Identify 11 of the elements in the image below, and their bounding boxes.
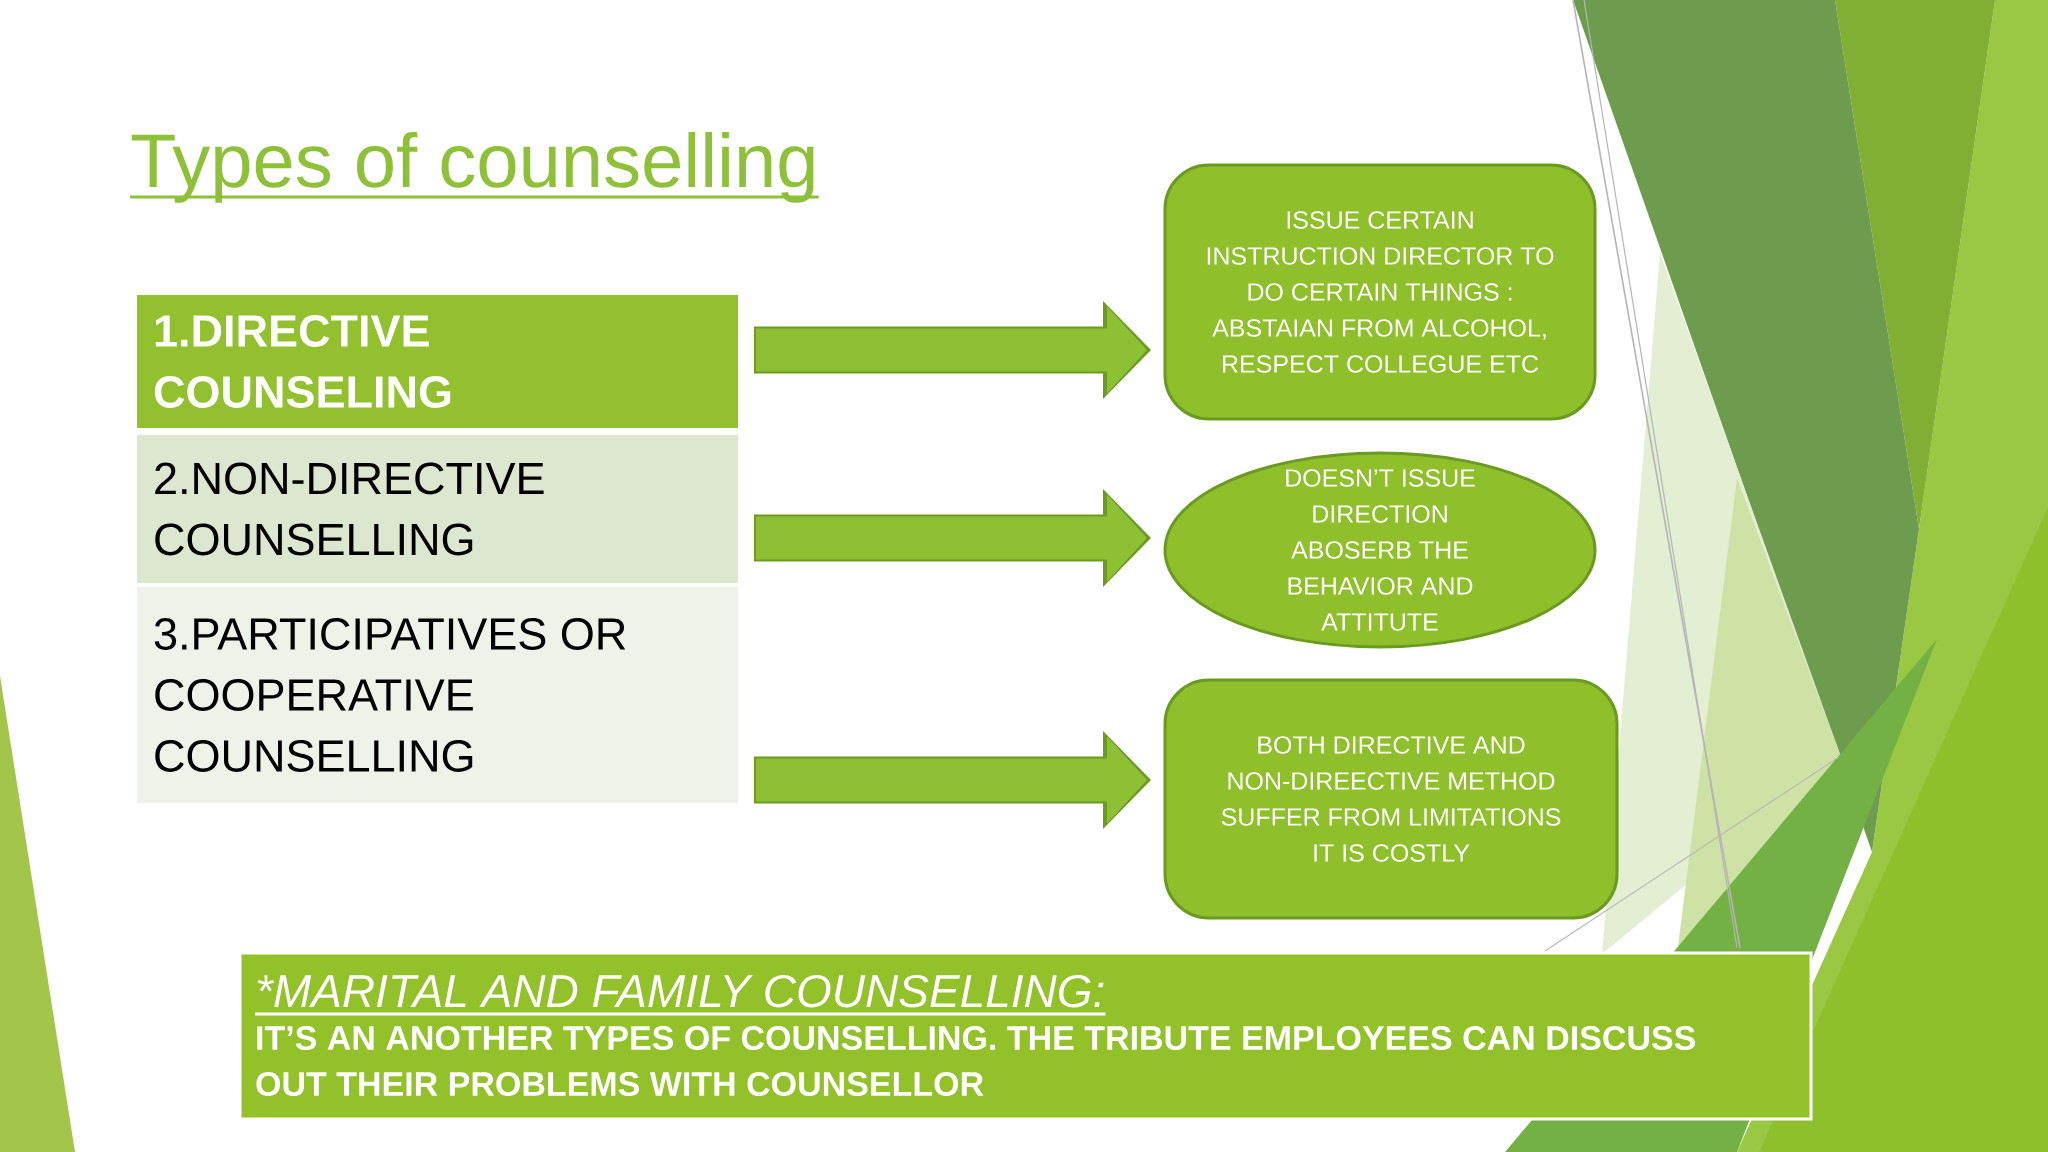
heading: *MARITAL AND FAMILY COUNSELLING:	[255, 974, 1106, 1016]
title: Types of counselling	[130, 131, 819, 203]
block-arrow	[754, 731, 1151, 829]
block-arrow	[754, 301, 1151, 399]
category-box: 1.DIRECTIVE COUNSELING	[137, 295, 738, 428]
category-box: 2.NON-DIRECTIVE COUNSELLING	[137, 435, 738, 583]
description-box: ISSUE CERTAIN INSTRUCTION DIRECTOR TO DO CERTAIN THINGS : ABSTAIAN FROM ALCOHOL, RESPECT COLLEGUE ETC	[1163, 163, 1597, 421]
description-box: BOTH DIRECTIVE AND NON-DIREECTIVE METHOD SUFFER FROM LIMITATIONS IT IS COSTLY	[1163, 678, 1619, 920]
block-arrow	[754, 489, 1151, 587]
body-text: IT’S AN ANOTHER TYPES OF COUNSELLING. THE TRIBUTE EMPLOYEES CAN DISCUSS OUT THEIR PROBLEMS WITH COUNSELLOR	[256, 1026, 1695, 1097]
category-box: 3.PARTICIPATIVES OR COOPERATIVE COUNSELLING	[137, 587, 738, 803]
